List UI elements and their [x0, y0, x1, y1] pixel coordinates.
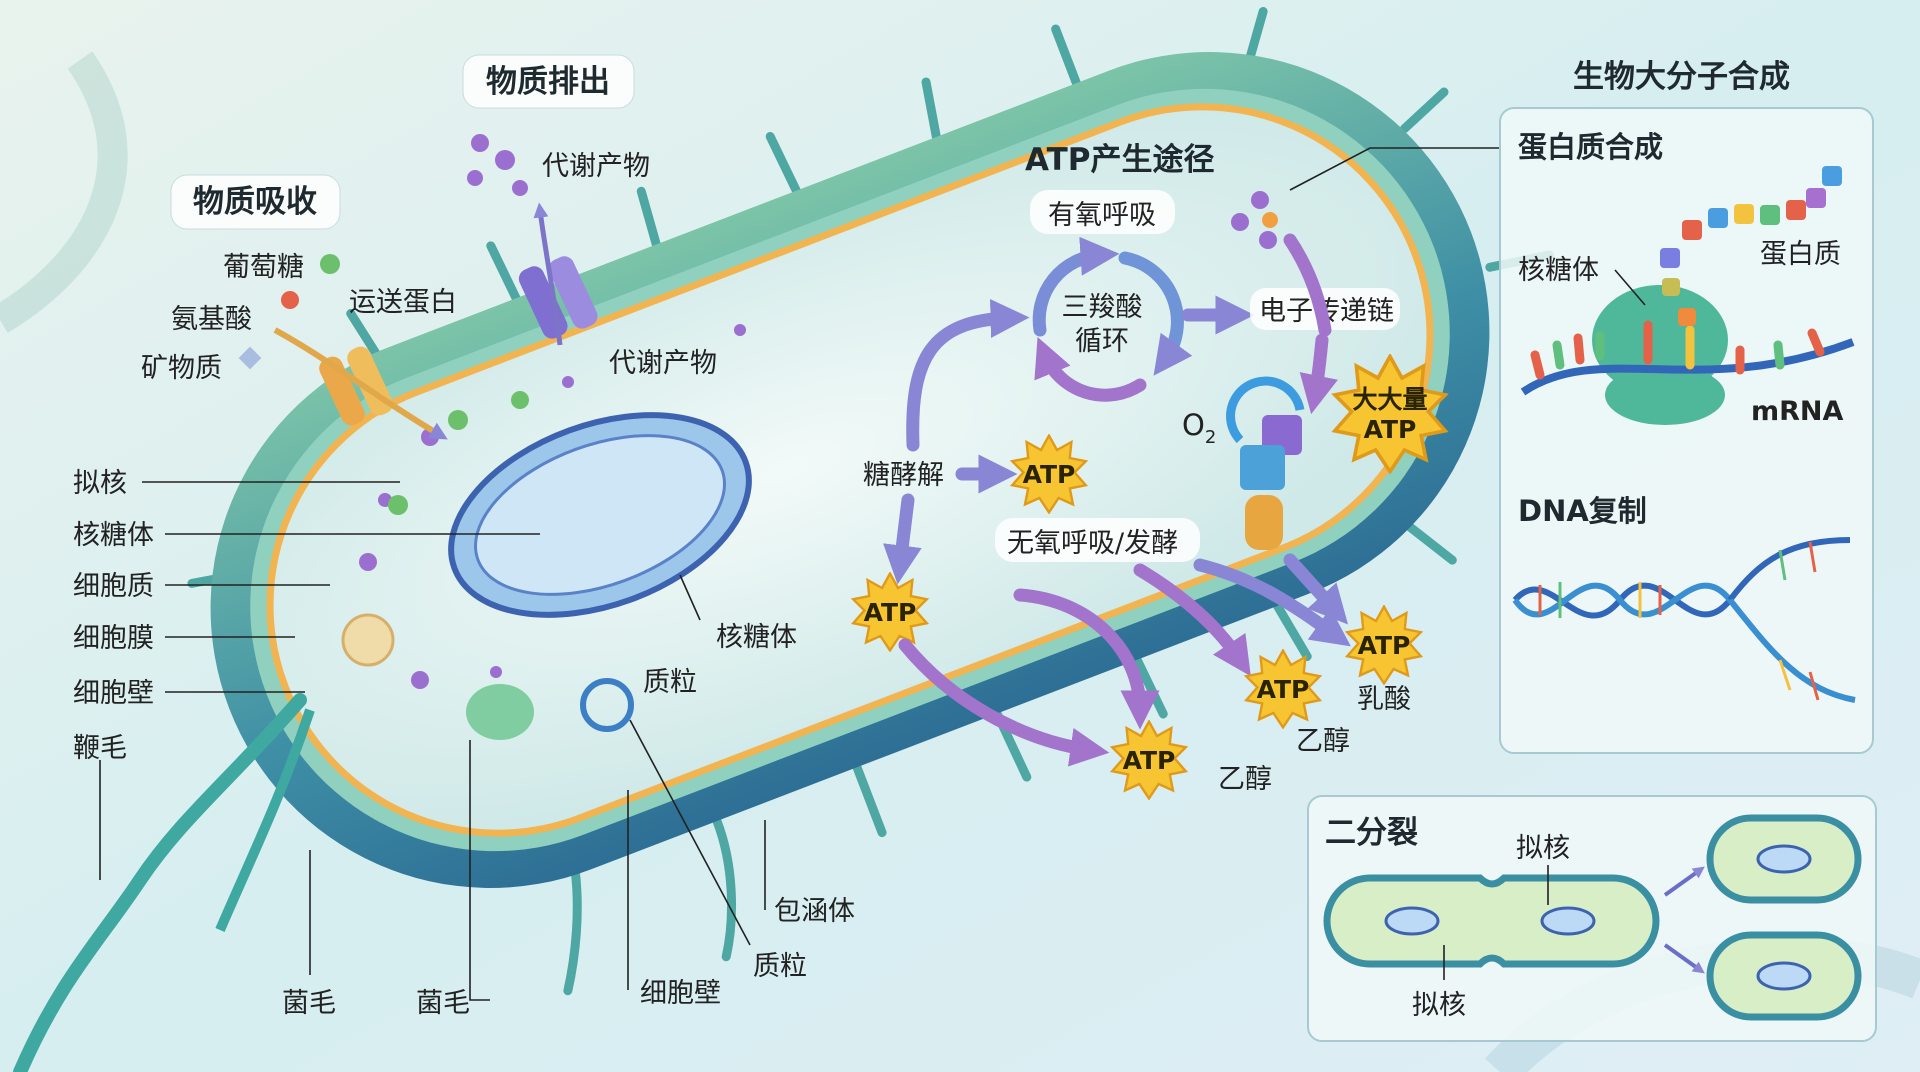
tca-label-line1: 三羧酸 — [1062, 292, 1143, 323]
atp-glycolysis: ATP — [1023, 460, 1076, 489]
label-pill-export: 物质排出 — [462, 54, 635, 109]
granule — [341, 613, 395, 667]
oxygen-symbol: O — [1182, 408, 1205, 442]
atp-synthase — [1226, 376, 1305, 550]
dna-replication-title: DNA复制 — [1518, 494, 1647, 528]
atp-lactic: ATP — [1358, 631, 1411, 660]
arrow-to-ethanol — [1133, 563, 1251, 677]
fission-title: 二分裂 — [1325, 815, 1418, 851]
ribosome-illustration — [1592, 285, 1728, 425]
amino-acid-label: 氨基酸 — [171, 304, 252, 335]
uptake-title: 物质吸收 — [193, 184, 317, 220]
fission-arrow-up — [1663, 866, 1705, 897]
nucleoid-label: 拟核 — [73, 468, 127, 499]
tca-cycle-arrows — [1032, 236, 1193, 402]
flagellum-label: 鞭毛 — [73, 733, 127, 764]
synthesis-ribosome-label: 核糖体 — [1518, 255, 1599, 286]
cell-wall-bottom-label: 细胞壁 — [640, 978, 721, 1009]
bacterial-cell — [187, 6, 1554, 996]
protein-synthesis-title: 蛋白质合成 — [1518, 130, 1663, 164]
fission-nucleoid-top: 拟核 — [1516, 833, 1570, 864]
synthesis-leader-line — [1289, 147, 1500, 191]
arrow-from-synthase — [1283, 553, 1349, 625]
etc-input-arrow — [1283, 233, 1332, 337]
cell-wall-label: 细胞壁 — [73, 678, 154, 709]
atp-left: ATP — [864, 598, 917, 627]
inclusion-body-label: 包涵体 — [774, 896, 855, 927]
transport-protein-export — [518, 202, 598, 346]
plasmid — [580, 678, 634, 732]
lots-atp-line2: ATP — [1364, 415, 1417, 444]
ethanol-label-1: 乙醇 — [1218, 764, 1272, 795]
flagellum — [13, 693, 307, 1072]
inclusion-body — [466, 684, 534, 740]
fission-nucleoid-bottom: 拟核 — [1412, 990, 1466, 1021]
ribosome-label: 核糖体 — [73, 520, 154, 551]
pilus-label-2: 菌毛 — [416, 988, 470, 1019]
lots-atp-line1: 大大量 — [1352, 385, 1427, 414]
daughter-cell-1 — [1706, 814, 1862, 904]
ribosome-inner-label: 核糖体 — [716, 622, 797, 653]
anaerobic-label: 无氧呼吸/发酵 — [1007, 528, 1178, 559]
dividing-cell — [1323, 874, 1660, 968]
aerobic-label: 有氧呼吸 — [1048, 200, 1156, 231]
export-title: 物质排出 — [486, 64, 610, 100]
aerobic-pill — [1030, 190, 1175, 234]
synthesis-title: 生物大分子合成 — [1573, 59, 1790, 95]
glycolysis-to-tca-arrow — [906, 299, 1030, 452]
dna-replication-illustration — [1512, 537, 1856, 703]
pilus-label-1: 菌毛 — [282, 988, 336, 1019]
export-metabolite-label: 代谢产物 — [542, 151, 650, 182]
ribosome-leader — [1614, 269, 1646, 306]
atp-ethanol: ATP — [1257, 675, 1310, 704]
ethanol-label-2: 乙醇 — [1296, 726, 1350, 757]
membrane-label: 细胞膜 — [73, 623, 154, 654]
glucose-label: 葡萄糖 — [223, 252, 304, 283]
plasmid-inner-label: 质粒 — [643, 667, 697, 698]
cytoplasm-label: 细胞质 — [73, 571, 154, 602]
etc-output-arrow — [1299, 333, 1338, 415]
nutrient-molecules — [320, 254, 529, 515]
protein-label: 蛋白质 — [1760, 239, 1841, 270]
glycolysis-down-arrow — [883, 493, 922, 585]
structure-leader-lines — [99, 481, 766, 1001]
molecule-cluster — [1231, 191, 1278, 249]
flagellum-2 — [215, 708, 315, 932]
amino-acid-molecule — [281, 291, 299, 309]
lactic-acid-label: 乳酸 — [1357, 684, 1411, 715]
atp-bottom: ATP — [1123, 746, 1176, 775]
label-pill-uptake: 物质吸收 — [170, 174, 341, 230]
minerals-label: 矿物质 — [141, 353, 222, 384]
plasmid-bottom-label: 质粒 — [753, 951, 807, 982]
arrow-to-lactic — [1193, 558, 1351, 647]
transport-protein-import — [273, 327, 448, 440]
anaerobic-pill — [995, 518, 1200, 562]
glycolysis-label: 糖酵解 — [863, 460, 944, 491]
nucleoid — [448, 412, 752, 618]
daughter-cell-2 — [1706, 931, 1862, 1021]
cell-membrane — [266, 103, 1434, 837]
tca-label-line2: 循环 — [1075, 326, 1129, 357]
fission-arrow-down — [1663, 943, 1705, 974]
mrna-strand — [1520, 320, 1855, 396]
synthesis-panel — [1499, 107, 1874, 754]
metabolite-inner-label: 代谢产物 — [609, 348, 717, 379]
oxygen-subscript: 2 — [1205, 427, 1216, 448]
mrna-label: mRNA — [1751, 396, 1844, 427]
arrow-to-atp-bottom — [898, 638, 1110, 767]
transport-protein-label: 运送蛋白 — [349, 287, 457, 318]
arrow-to-atp-bottom-2 — [1013, 588, 1160, 730]
protein-chain — [1660, 166, 1842, 326]
oxygen-label: O2 — [1182, 408, 1216, 448]
atp-pathway-title: ATP产生途径 — [1025, 142, 1214, 178]
